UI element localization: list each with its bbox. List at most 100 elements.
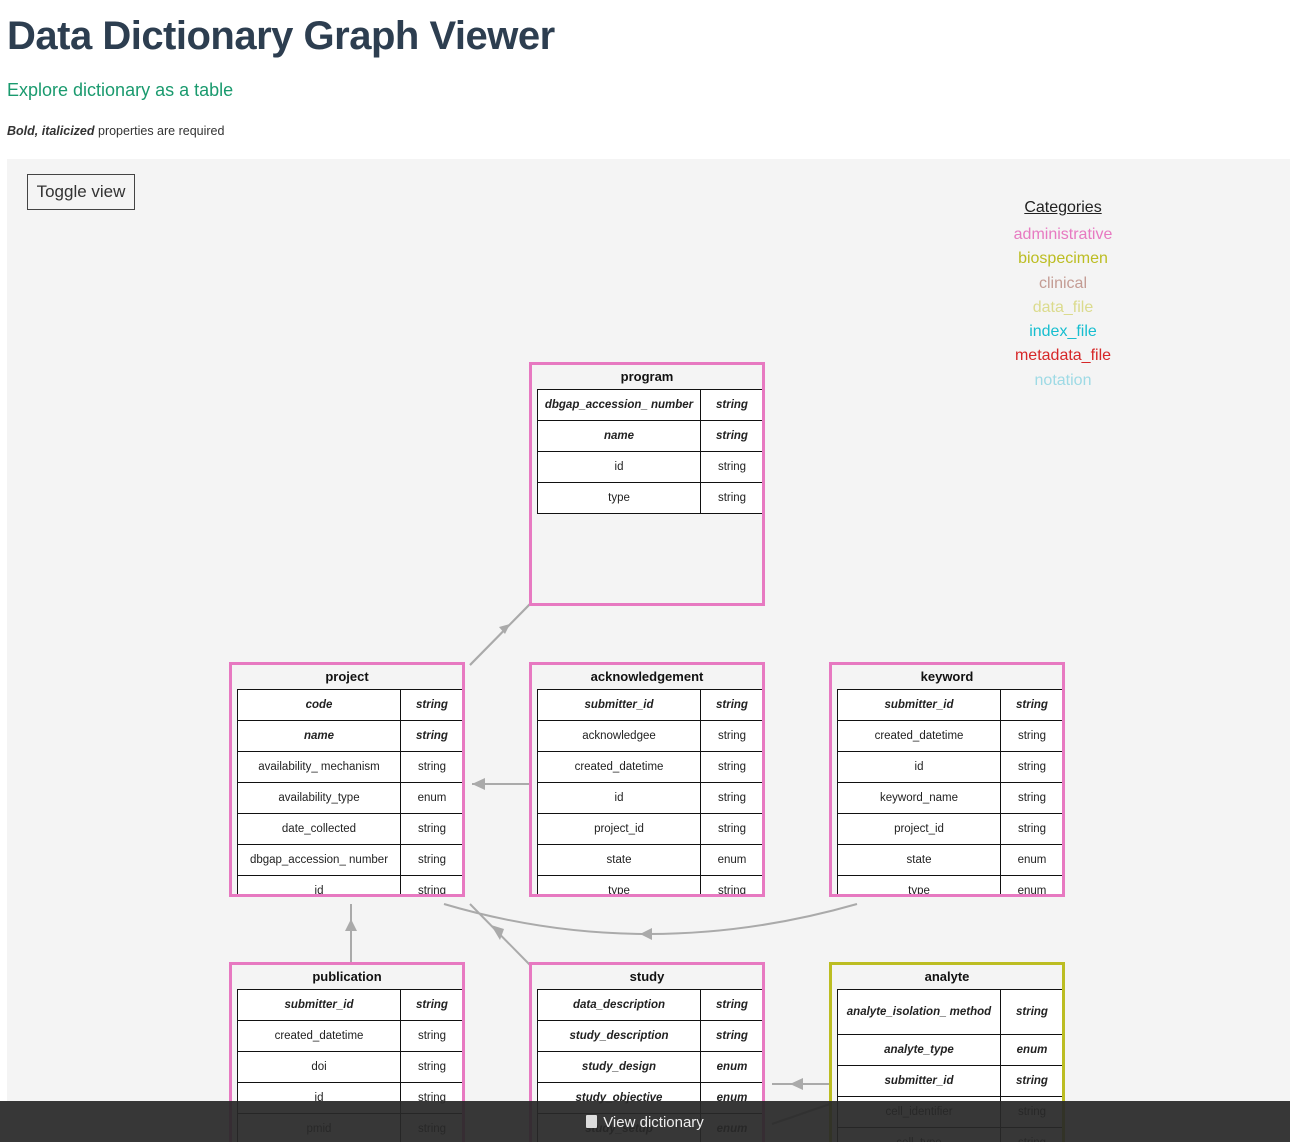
property-name: acknowledgee [537, 720, 701, 752]
property-name: state [837, 844, 1001, 876]
required-note-text: properties are required [94, 124, 225, 138]
property-name: study_description [537, 1020, 701, 1052]
property-name: id [837, 751, 1001, 783]
node-title: project [325, 669, 369, 684]
property-name: study_design [537, 1051, 701, 1083]
property-name: data_description [537, 989, 701, 1021]
property-name: name [537, 420, 701, 452]
node-title: publication [312, 969, 382, 984]
property-type: string [700, 751, 762, 783]
property-type: enum [1000, 844, 1062, 876]
property-name: created_datetime [237, 1020, 401, 1052]
edge-publication-project-arrowhead [345, 919, 357, 931]
property-name: type [537, 875, 701, 894]
book-icon [586, 1115, 598, 1128]
node-title: analyte [924, 969, 970, 984]
property-name: created_datetime [837, 720, 1001, 752]
property-name: availability_type [237, 782, 401, 814]
edge-analyte-study-arrowhead [790, 1078, 803, 1090]
property-type: string [400, 813, 462, 845]
property-type: string [700, 720, 762, 752]
property-name: dbgap_accession_ number [537, 389, 701, 421]
property-type: enum [1000, 1034, 1062, 1066]
property-name: code [237, 689, 401, 721]
property-type: string [400, 1051, 462, 1083]
property-type: string [700, 875, 762, 894]
property-type: string [400, 875, 462, 894]
property-name: date_collected [237, 813, 401, 845]
property-type: string [1000, 1065, 1062, 1097]
property-name: submitter_id [837, 689, 1001, 721]
property-name: name [237, 720, 401, 752]
property-name: project_id [837, 813, 1001, 845]
legend-item-biospecimen: biospecimen [1018, 250, 1108, 268]
legend-item-notation: notation [1034, 371, 1092, 389]
property-type: string [400, 720, 462, 752]
property-type: string [700, 420, 762, 452]
view-dictionary-label[interactable]: View dictionary [603, 1114, 704, 1131]
property-type: string [1000, 813, 1062, 845]
toggle-view-button[interactable]: Toggle view [27, 174, 135, 210]
property-type: string [700, 1020, 762, 1052]
property-type: enum [400, 782, 462, 814]
edge-acknowledgement-project-arrowhead [472, 778, 485, 790]
property-type: string [700, 482, 762, 514]
property-name: analyte_isolation_ method [837, 989, 1001, 1035]
page-title: Data Dictionary Graph Viewer [7, 14, 555, 58]
view-dictionary-bar[interactable]: View dictionary [0, 1101, 1290, 1142]
edge-project-program-arrowhead [499, 624, 510, 634]
explore-table-link[interactable]: Explore dictionary as a table [7, 80, 234, 100]
property-type: string [1000, 782, 1062, 814]
property-type: enum [700, 1051, 762, 1083]
property-type: string [400, 844, 462, 876]
node-title: study [629, 969, 665, 984]
edge-keyword-project-arrowhead [640, 928, 652, 940]
node-title: program [620, 369, 674, 384]
property-name: type [837, 875, 1001, 894]
node-title: keyword [920, 669, 974, 684]
property-type: string [400, 989, 462, 1021]
property-type: string [1000, 989, 1062, 1035]
property-type: enum [700, 844, 762, 876]
legend-item-index-file: index_file [1029, 323, 1097, 341]
required-note-emphasis: Bold, italicized [7, 124, 95, 138]
property-name: submitter_id [537, 689, 701, 721]
property-name: id [237, 875, 401, 894]
property-name: id [537, 782, 701, 814]
property-type: enum [1000, 875, 1062, 894]
edge-study-project-arrowhead [491, 925, 504, 940]
property-type: string [700, 689, 762, 721]
